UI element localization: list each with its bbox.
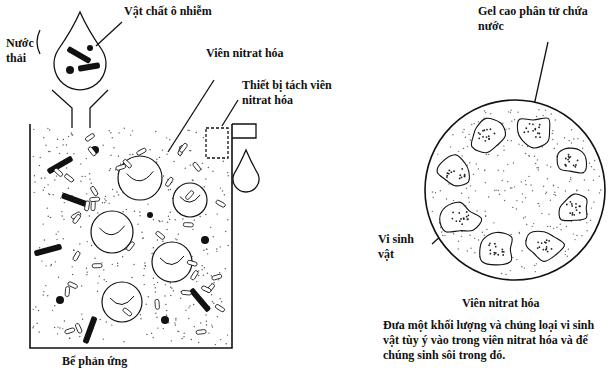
label: Nước thải (6, 36, 46, 66)
reaction-tank (30, 124, 232, 348)
label: Viên nitrat hóa (206, 46, 290, 61)
label: Thiết bị tách viên nitrat hóa (242, 78, 354, 108)
leader-line (96, 22, 122, 46)
water-drop (233, 150, 259, 192)
funnel (52, 90, 72, 128)
leader-line (168, 80, 214, 152)
microbe-clusters (437, 118, 587, 265)
texture (32, 109, 601, 345)
drop-mark (37, 30, 40, 54)
label: Gel cao phân tử chứa nước (478, 4, 596, 34)
water-drop (54, 12, 106, 90)
label: Bể phản ứng (62, 354, 202, 369)
tank-contents (34, 133, 226, 344)
leader-line (222, 100, 238, 126)
outlet-pipe (232, 124, 256, 138)
pellet-cross-section (425, 100, 605, 280)
label: Vật chất ô nhiễm (124, 4, 220, 19)
funnel (90, 90, 108, 128)
label: Đưa một khối lượng và chủng loại vi sinh… (383, 318, 603, 363)
label: Viên nitrat hóa (462, 296, 582, 311)
pollutants (66, 45, 100, 74)
pellet-separator (206, 128, 228, 158)
label: Vi sinh vật (378, 232, 432, 262)
